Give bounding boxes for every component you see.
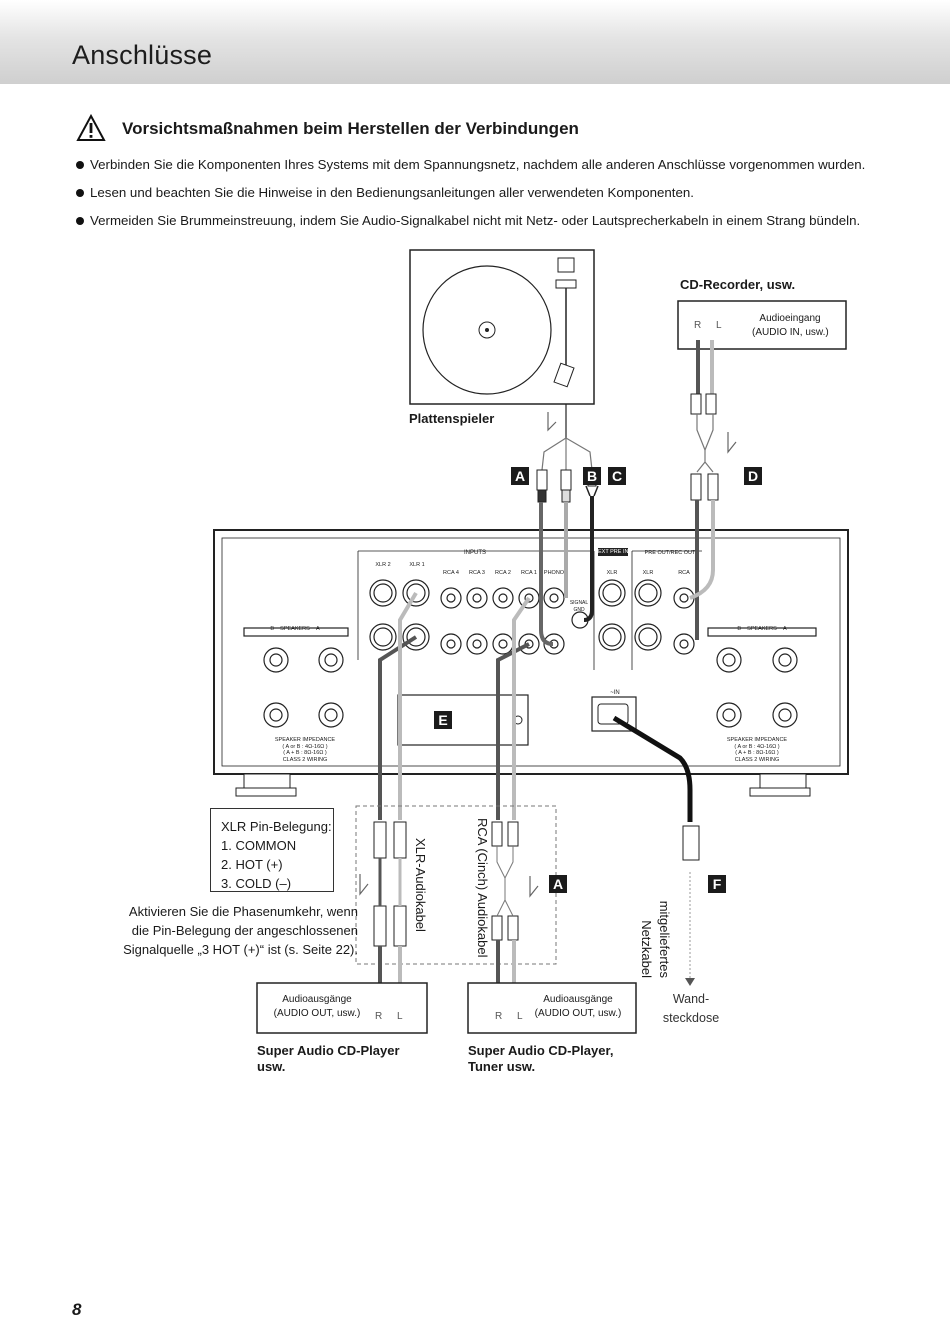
caution-item: Lesen und beachten Sie die Hinweise in d… bbox=[76, 183, 876, 211]
panel-pre-out-label: PRE OUT/REC OUT bbox=[644, 550, 696, 556]
cd-recorder-input-label: Audioeingang (AUDIO IN, usw.) bbox=[752, 313, 829, 338]
turntable-label: Plattenspieler bbox=[409, 411, 495, 426]
page-header: Anschlüsse bbox=[0, 0, 950, 84]
caution-list: Verbinden Sie die Komponenten Ihres Syst… bbox=[76, 155, 876, 239]
wall-outlet-label: Wand- steckdose bbox=[662, 992, 720, 1025]
source1-rl: R L bbox=[375, 1011, 409, 1022]
panel-rca-out-label: RCA bbox=[678, 570, 690, 576]
panel-xlr-out-label: XLR bbox=[642, 570, 654, 576]
xlr-pin-assignment-box: XLR Pin-Belegung: 1. COMMON 2. HOT (+) 3… bbox=[210, 808, 334, 892]
caution-item: Verbinden Sie die Komponenten Ihres Syst… bbox=[76, 155, 876, 183]
panel-xlr1-label: XLR 1 bbox=[409, 562, 425, 568]
source2-output-label: Audioausgänge (AUDIO OUT, usw.) bbox=[534, 994, 622, 1019]
panel-xlr-ext-label: XLR bbox=[606, 570, 618, 576]
badge-c: C bbox=[608, 467, 626, 485]
speakers-left-label: B SPEAKERS A bbox=[270, 626, 320, 632]
page-number: 8 bbox=[72, 1300, 82, 1319]
badge-e: E bbox=[434, 711, 452, 729]
xlr-pin-item: 1. COMMON bbox=[221, 838, 297, 853]
source2-rl: R L bbox=[495, 1011, 529, 1022]
xlr-pin-item: 2. HOT (+) bbox=[221, 857, 283, 872]
xlr-cable-label: XLR-Audiokabel bbox=[413, 838, 428, 932]
xlr-pin-title: XLR Pin-Belegung: bbox=[221, 819, 332, 834]
turntable-illustration bbox=[409, 249, 595, 438]
panel-rca3-label: RCA 3 bbox=[469, 570, 485, 576]
warning-triangle-icon bbox=[76, 114, 106, 141]
source1-label: Super Audio CD-Player usw. bbox=[257, 1043, 400, 1074]
badge-f: F bbox=[708, 875, 726, 893]
rca-plug bbox=[536, 469, 572, 503]
rca-cable-label: RCA (Cinch) Audiokabel bbox=[475, 818, 490, 958]
connection-diagram bbox=[213, 249, 849, 1034]
panel-rca1-label: RCA 1 bbox=[521, 570, 537, 576]
speakers-right-label: B SPEAKERS A bbox=[737, 626, 787, 632]
source2-label: Super Audio CD-Player, Tuner usw. bbox=[468, 1043, 614, 1074]
panel-rca2-label: RCA 2 bbox=[495, 570, 511, 576]
panel-ext-pre-in-label: EXT PRE IN bbox=[598, 548, 629, 556]
panel-rca4-label: RCA 4 bbox=[443, 570, 459, 576]
power-cable-label: mitgeliefertes Netzkabel bbox=[639, 900, 672, 978]
impedance-left-label: SPEAKER IMPEDANCE ( A or B : 4Ω-16Ω ) ( … bbox=[274, 737, 336, 763]
panel-phono-label: PHONO bbox=[543, 570, 565, 576]
badge-d: D bbox=[744, 467, 762, 485]
impedance-right-label: SPEAKER IMPEDANCE ( A or B : 4Ω-16Ω ) ( … bbox=[726, 737, 788, 763]
caution-heading: Vorsichtsmaßnahmen beim Herstellen der V… bbox=[122, 119, 579, 138]
panel-inputs-label: INPUTS bbox=[463, 550, 486, 556]
phase-reverse-note: Aktivieren Sie die Phasenumkehr, wenn di… bbox=[123, 904, 358, 957]
badge-a: A bbox=[511, 467, 529, 485]
badge-b: B bbox=[583, 467, 601, 485]
source1-output-label: Audioausgänge (AUDIO OUT, usw.) bbox=[273, 994, 361, 1019]
cd-recorder-rl: R L bbox=[694, 320, 728, 331]
badge-a-cable: A bbox=[549, 875, 567, 893]
xlr-pin-item: 3. COLD (–) bbox=[221, 876, 292, 891]
caution-item: Vermeiden Sie Brummeinstreuung, indem Si… bbox=[76, 211, 876, 239]
panel-xlr2-label: XLR 2 bbox=[375, 562, 391, 568]
panel-signal-gnd-label: SIGNAL GND bbox=[569, 600, 589, 613]
page-title: Anschlüsse bbox=[72, 40, 213, 70]
cd-recorder-label: CD-Recorder, usw. bbox=[680, 277, 796, 292]
panel-ac-in-label: ~IN bbox=[610, 690, 620, 696]
